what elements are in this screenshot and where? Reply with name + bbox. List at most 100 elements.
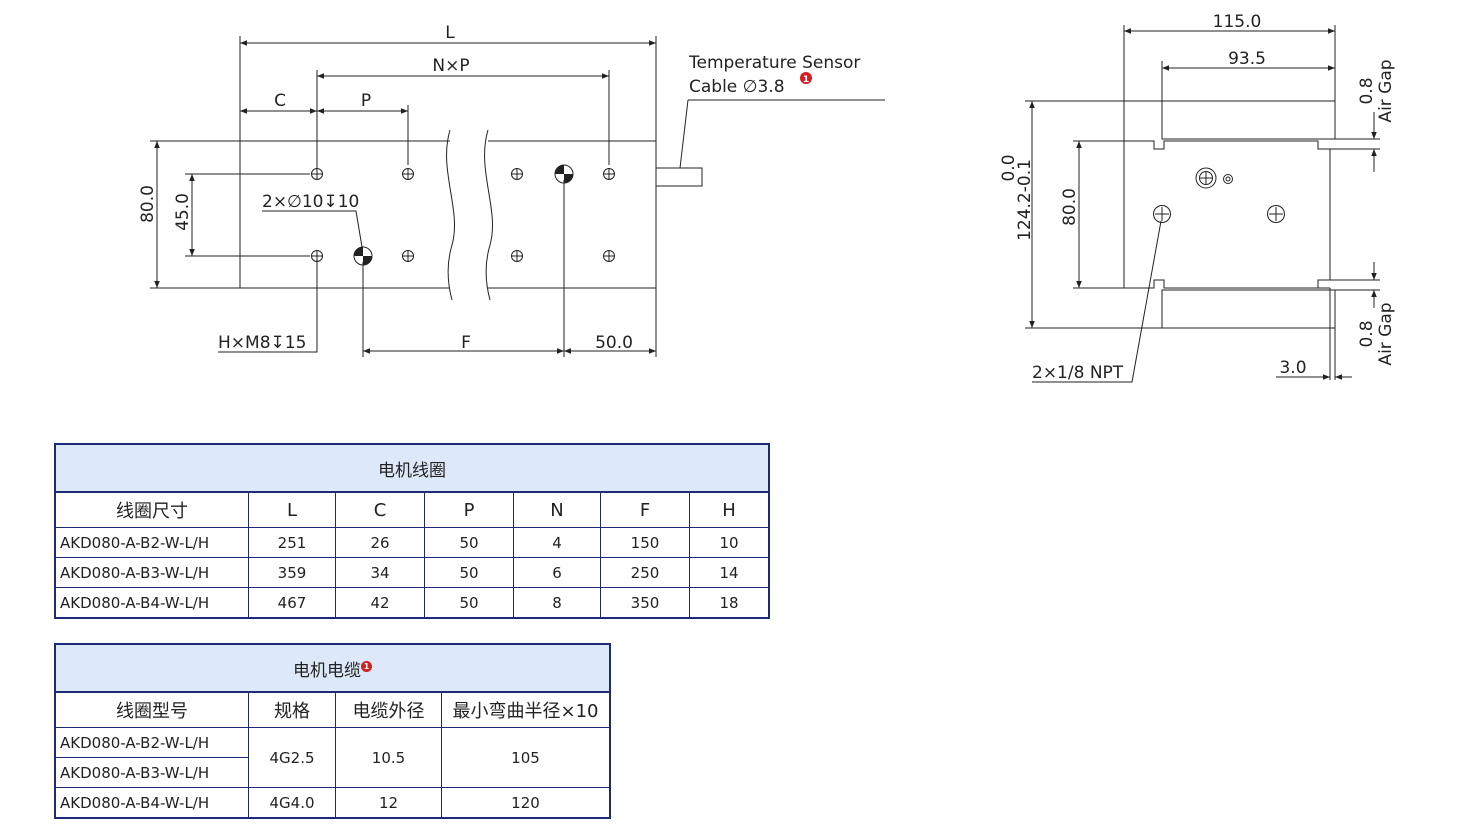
cell-H: 10 <box>689 527 770 558</box>
dim-NxP-label: N×P <box>432 56 469 76</box>
hole-callout: 2×∅10↧10 <box>262 192 359 212</box>
table-row: AKD080-A-B3-W-L/H 359 34 50 6 250 14 <box>54 557 770 588</box>
sensor-cable <box>655 167 703 187</box>
technical-drawing: L N×P C P 80.0 45.0 2×∅10↧10 H×M8↧15 F 5… <box>138 12 1396 383</box>
table-row: AKD080-A-B2-W-L/H 4G2.5 10.5 105 <box>54 727 611 788</box>
cell-N: 6 <box>513 557 601 588</box>
cell-H: 18 <box>689 587 770 619</box>
gap-bottom-value: 0.8 <box>1357 320 1377 347</box>
table-row: AKD080-A-B4-W-L/H 4G4.0 12 120 <box>54 787 611 819</box>
mounting-hole-icon <box>402 168 414 180</box>
cell-bend: 120 <box>441 787 611 819</box>
mounting-hole-icon <box>511 250 523 262</box>
cell-C: 42 <box>335 587 425 619</box>
gap-top-value: 0.8 <box>1357 77 1377 104</box>
cell-F: 150 <box>600 527 690 558</box>
dim-124-label: 124.2-0.1 <box>1015 159 1035 241</box>
cell-L: 467 <box>248 587 336 619</box>
cell-od: 12 <box>335 787 442 819</box>
header-model: 线圈型号 <box>54 691 249 728</box>
table-row: AKD080-A-B3-W-L/H <box>54 757 610 788</box>
note-badge-icon: 1 <box>800 72 812 85</box>
header-F: F <box>600 491 690 528</box>
dim-P-label: P <box>361 91 371 111</box>
cell-F: 250 <box>600 557 690 588</box>
note-badge-icon: 1 <box>361 660 372 672</box>
dim-93-label: 93.5 <box>1228 49 1266 69</box>
gap-top-label: Air Gap <box>1376 59 1396 122</box>
mounting-hole-icon <box>603 168 615 180</box>
npt-port-icon <box>1153 205 1171 223</box>
thread-callout: H×M8↧15 <box>218 333 306 353</box>
front-view <box>150 36 885 357</box>
cell-model: AKD080-A-B3-W-L/H <box>54 757 249 788</box>
header-model: 线圈尺寸 <box>54 491 249 528</box>
coil-profile <box>1123 140 1331 289</box>
cell-model: AKD080-A-B3-W-L/H <box>54 557 249 588</box>
cell-P: 50 <box>424 587 514 619</box>
coil-table: 电机线圈 线圈尺寸 L C P N F H AKD080-A-B2-W-L/H … <box>54 443 770 619</box>
cell-model: AKD080-A-B2-W-L/H <box>54 527 249 558</box>
dim-3-label: 3.0 <box>1279 358 1306 378</box>
cell-C: 34 <box>335 557 425 588</box>
bottom-magnet-plate <box>1161 289 1336 329</box>
cell-N: 8 <box>513 587 601 619</box>
cell-L: 359 <box>248 557 336 588</box>
npt-port-icon <box>1267 205 1285 223</box>
dim-50-label: 50.0 <box>595 333 633 353</box>
sensor-label-line1: Temperature Sensor <box>688 53 860 73</box>
sensor-port-icon <box>1195 167 1233 189</box>
mounting-hole-icon <box>311 168 323 180</box>
table-title-row: 电机线圈 <box>54 443 770 493</box>
header-spec: 规格 <box>248 691 336 728</box>
mounting-hole-icon <box>511 168 523 180</box>
header-bend: 最小弯曲半径×10 <box>441 691 611 728</box>
top-magnet-plate <box>1161 100 1336 140</box>
cell-P: 50 <box>424 557 514 588</box>
sensor-label-line2: Cable ∅3.8 <box>689 77 785 97</box>
dim-L-label: L <box>445 23 455 43</box>
dim-80-right-label: 80.0 <box>1060 188 1080 226</box>
table-header-row: 线圈尺寸 L C P N F H <box>54 491 770 528</box>
dim-80-left-label: 80.0 <box>138 185 158 223</box>
cable-table-title: 电机电缆 <box>293 660 361 681</box>
npt-callout: 2×1/8 NPT <box>1032 363 1124 383</box>
note-badge-number: 1 <box>803 75 809 85</box>
header-C: C <box>335 491 425 528</box>
cell-P: 50 <box>424 527 514 558</box>
mounting-hole-icon <box>311 250 323 262</box>
cell-bend: 105 <box>441 727 611 788</box>
cell-spec: 4G2.5 <box>248 727 336 788</box>
cell-spec: 4G4.0 <box>248 787 336 819</box>
cell-model: AKD080-A-B4-W-L/H <box>54 587 249 619</box>
table-header-row: 线圈型号 规格 电缆外径 最小弯曲半径×10 <box>54 691 611 728</box>
header-P: P <box>424 491 514 528</box>
header-L: L <box>248 491 336 528</box>
dim-C-label: C <box>274 91 286 111</box>
locating-pin-icon <box>353 246 373 266</box>
mounting-hole-icon <box>603 250 615 262</box>
cell-C: 26 <box>335 527 425 558</box>
tol-upper-label: 0.0 <box>999 154 1019 181</box>
header-N: N <box>513 491 601 528</box>
table-row: AKD080-A-B2-W-L/H 251 26 50 4 150 10 <box>54 527 770 558</box>
cell-model: AKD080-A-B4-W-L/H <box>54 787 249 819</box>
cell-L: 251 <box>248 527 336 558</box>
mounting-hole-icon <box>402 250 414 262</box>
cell-model: AKD080-A-B2-W-L/H <box>54 727 249 758</box>
gap-bottom-label: Air Gap <box>1376 302 1396 365</box>
locating-pin-icon <box>554 164 574 184</box>
break-line <box>484 129 493 301</box>
dim-45-label: 45.0 <box>173 193 193 231</box>
cell-H: 14 <box>689 557 770 588</box>
header-H: H <box>689 491 770 528</box>
side-view <box>1025 25 1380 383</box>
cell-N: 4 <box>513 527 601 558</box>
break-line <box>446 129 455 301</box>
coil-table-title: 电机线圈 <box>54 443 770 493</box>
dim-F-label: F <box>461 333 471 353</box>
table-row: AKD080-A-B4-W-L/H 467 42 50 8 350 18 <box>54 587 770 619</box>
